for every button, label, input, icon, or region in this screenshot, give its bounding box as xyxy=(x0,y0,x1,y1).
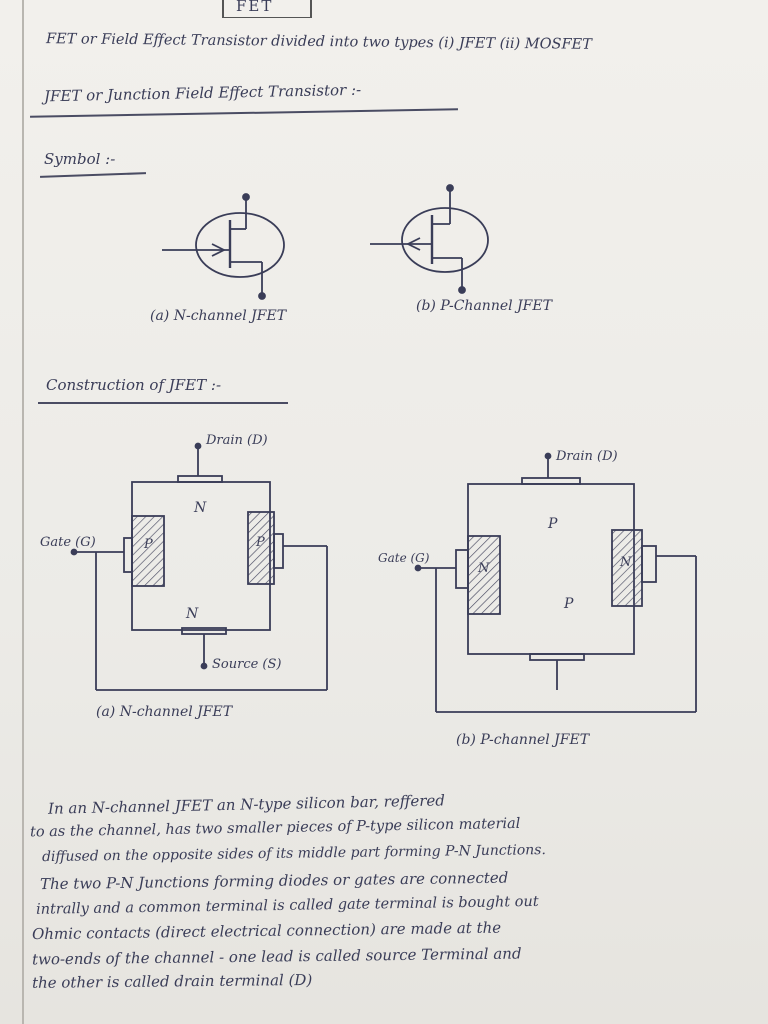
n-construction-caption: (a) N-channel JFET xyxy=(96,704,234,720)
p-gate-right-label: N xyxy=(619,555,632,570)
n-channel-construction xyxy=(70,442,328,691)
p-body-top-label: P xyxy=(547,516,558,532)
explanation-paragraph: In an N-channel JFET an N-type silicon b… xyxy=(26,770,762,991)
header-tab-label: FET xyxy=(236,0,274,15)
p-drain-label: Drain (D) xyxy=(555,449,618,464)
p-gate-left-label: N xyxy=(477,561,490,576)
construction-heading: Construction of JFET :- xyxy=(46,376,222,394)
n-gate-left-label: P xyxy=(143,537,153,552)
paragraph-line: The two P-N Junctions forming diodes or … xyxy=(39,868,509,894)
symbol-heading: Symbol :- xyxy=(44,150,116,168)
n-channel-symbol xyxy=(162,193,285,300)
n-body-top-label: N xyxy=(193,500,207,516)
n-body-bottom-label: N xyxy=(185,606,199,622)
n-gate-right-label: P xyxy=(255,535,265,550)
symbol-caption-a: (a) N-channel JFET xyxy=(150,308,287,324)
p-channel-symbol xyxy=(370,184,489,294)
p-gate-label: Gate (G) xyxy=(378,551,430,565)
n-source-label: Source (S) xyxy=(212,657,281,672)
n-drain-label: Drain (D) xyxy=(205,433,268,448)
header-tab xyxy=(222,0,312,18)
paragraph-line: diffused on the opposite sides of its mi… xyxy=(41,842,546,866)
p-construction-caption: (b) P-channel JFET xyxy=(456,732,591,748)
n-gate-label: Gate (G) xyxy=(40,535,96,550)
p-channel-construction xyxy=(414,452,697,713)
p-body-bottom-label: P xyxy=(563,596,574,612)
margin-line xyxy=(22,0,24,1024)
symbol-caption-b: (b) P-Channel JFET xyxy=(416,298,552,314)
paragraph-line: to as the channel, has two smaller piece… xyxy=(29,815,521,841)
construction-heading-underline xyxy=(38,402,288,404)
